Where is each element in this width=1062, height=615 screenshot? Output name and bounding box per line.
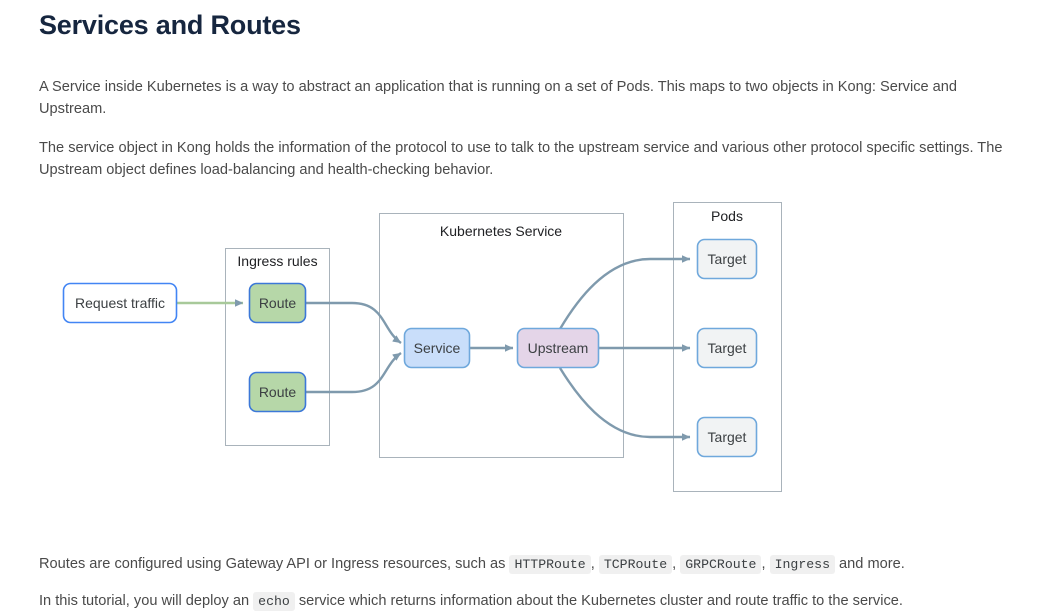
group-label-ingress-rules: Ingress rules — [237, 253, 317, 269]
node-route-1[interactable]: Route — [248, 282, 307, 324]
node-label-upstream: Upstream — [528, 340, 589, 356]
node-label-target-1: Target — [708, 251, 747, 267]
edge-route1-to-service — [306, 301, 402, 344]
code-grpcroute: GRPCRoute — [680, 554, 762, 574]
code-httproute: HTTPRoute — [509, 554, 591, 574]
node-label-route-1: Route — [259, 295, 297, 311]
tutorial-text-after: service which returns information about … — [294, 592, 903, 609]
intro-paragraph: A Service inside Kubernetes is a way to … — [39, 78, 958, 117]
node-label-request-traffic: Request traffic — [75, 295, 165, 311]
node-target-3[interactable]: Target — [696, 416, 758, 458]
node-label-target-3: Target — [708, 429, 747, 445]
node-label-route-2: Route — [259, 384, 297, 400]
node-target-1[interactable]: Target — [696, 238, 758, 280]
code-echo: echo — [253, 591, 295, 611]
code-tcproute: TCPRoute — [598, 554, 673, 574]
group-ingress-rules: Ingress rules — [225, 248, 330, 446]
page-title: Services and Routes — [39, 10, 301, 40]
node-route-2[interactable]: Route — [248, 371, 307, 413]
group-label-kubernetes-service: Kubernetes Service — [440, 223, 562, 239]
routes-sep-3: , — [761, 555, 770, 572]
edge-upstream-to-target3 — [558, 367, 691, 441]
tutorial-paragraph: In this tutorial, you will deploy an ech… — [39, 590, 1039, 613]
node-label-target-2: Target — [708, 340, 747, 356]
node-target-2[interactable]: Target — [696, 327, 758, 369]
edge-upstream-to-target1 — [558, 255, 691, 330]
node-label-service: Service — [414, 340, 461, 356]
routes-sep-2: , — [672, 555, 681, 572]
node-upstream[interactable]: Upstream — [516, 327, 600, 369]
service-object-paragraph: The service object in Kong holds the inf… — [39, 139, 1003, 178]
routes-sep-1: , — [590, 555, 599, 572]
edge-route2-to-service — [306, 352, 402, 394]
node-service[interactable]: Service — [403, 327, 471, 369]
services-and-routes-diagram: Ingress rules Kubernetes Service Pods — [0, 180, 1062, 520]
routes-configured-paragraph: Routes are configured using Gateway API … — [39, 553, 1039, 576]
routes-text-before: Routes are configured using Gateway API … — [39, 555, 510, 572]
routes-text-after: and more. — [835, 555, 905, 572]
tutorial-text-before: In this tutorial, you will deploy an — [39, 592, 254, 609]
code-ingress: Ingress — [769, 554, 835, 574]
node-request-traffic[interactable]: Request traffic — [62, 282, 178, 324]
group-label-pods: Pods — [711, 208, 743, 224]
